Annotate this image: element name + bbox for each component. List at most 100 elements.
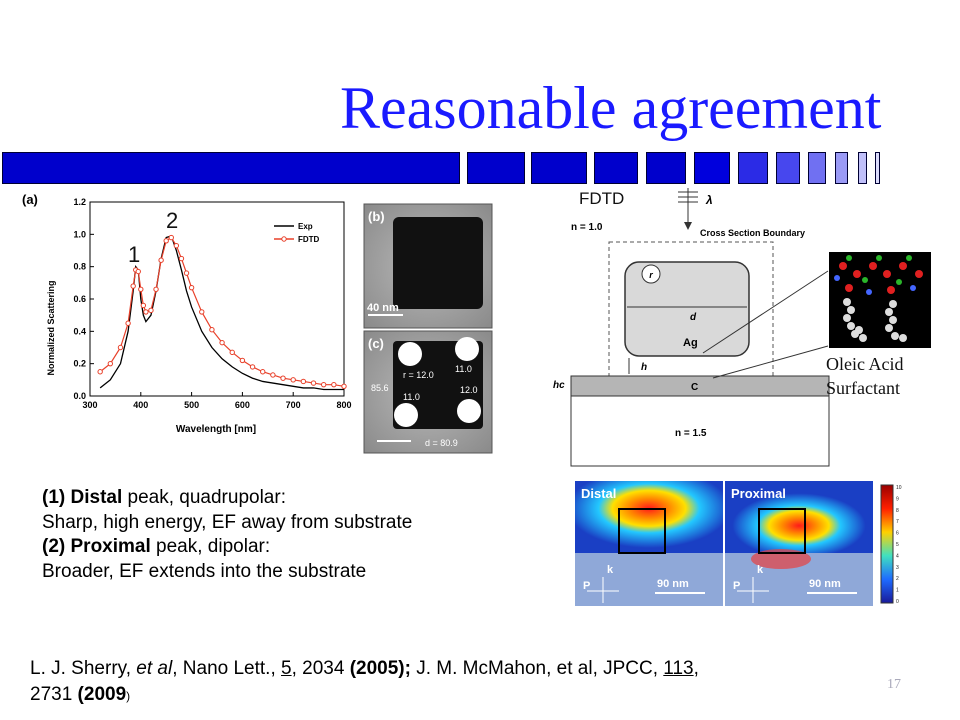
citation-part: , <box>693 658 699 679</box>
radius-circle <box>641 264 661 284</box>
fdtd-point <box>183 270 190 276</box>
fdtd-point <box>341 383 347 390</box>
citation-volume: 113 <box>663 658 694 679</box>
surface-atoms <box>834 275 916 295</box>
hc-label-outer: hc <box>553 380 565 391</box>
corner-circle <box>455 337 479 361</box>
leader-line <box>712 345 829 379</box>
legend-label: Exp <box>298 222 313 231</box>
colorbar <box>880 484 894 604</box>
oleic-line-1: Oleic Acid <box>826 354 904 374</box>
title-bar-segment <box>646 152 686 184</box>
y-tick-label: 0.0 <box>73 391 86 401</box>
colorbar-tick: 0 <box>896 599 899 605</box>
fdtd-point <box>135 268 141 275</box>
fdtd-point <box>107 360 114 367</box>
citation-year: (2009 <box>77 684 127 705</box>
colorbar-tick: 8 <box>896 508 899 514</box>
x-tick-label: 800 <box>336 400 351 410</box>
fdtd-point <box>97 369 103 375</box>
note-1-bold: Distal <box>70 487 123 508</box>
distal-cube-outline <box>618 508 666 554</box>
distal-map-substrate <box>575 553 723 606</box>
fdtd-point <box>320 381 327 388</box>
n-top-label: n = 1.0 <box>571 222 603 233</box>
n-bottom-label: n = 1.5 <box>675 428 707 439</box>
nanocube-tem <box>393 217 483 309</box>
note-3-prefix: (2) <box>42 536 71 557</box>
ag-label: Ag <box>683 337 698 349</box>
panel-a-label: (a) <box>22 192 38 207</box>
fdtd-point <box>219 339 225 346</box>
panel-c-label: (c) <box>368 336 384 351</box>
title-bar-segment <box>738 152 768 184</box>
fdtd-point <box>290 377 296 383</box>
y-tick-label: 1.2 <box>73 197 86 207</box>
colorbar-tick: 1 <box>896 588 899 594</box>
y-axis-label: Normalized Scattering <box>46 280 56 375</box>
tem-panels: (b) 40 nm (c) r = 12.0 11.0 85.6 12.0 11… <box>363 203 493 454</box>
title-bar-segment <box>2 152 460 184</box>
citation-italic: et al <box>136 658 173 679</box>
molecule-drawing <box>834 255 923 342</box>
scale-label: 90 nm <box>809 578 841 590</box>
dimension-value: 11.0 <box>403 392 420 402</box>
y-tick-label: 0.4 <box>73 326 86 336</box>
p-label: P <box>583 580 590 592</box>
peak-2-label: 2 <box>166 208 179 233</box>
fdtd-point <box>310 380 317 386</box>
arrow-head <box>684 222 692 230</box>
substrate <box>570 395 830 467</box>
note-3-bold: Proximal <box>70 536 151 557</box>
plot-frame <box>89 201 345 397</box>
fdtd-point <box>260 369 266 375</box>
note-line-1: (1) Distal peak, quadrupolar: <box>42 486 412 511</box>
c-label: C <box>691 382 698 393</box>
fdtd-point <box>178 255 185 262</box>
fdtd-point <box>173 242 180 249</box>
carbon-atoms <box>846 255 912 285</box>
fdtd-point <box>158 257 164 263</box>
x-tick-label: 700 <box>286 400 301 410</box>
note-line-3: (2) Proximal peak, dipolar: <box>42 535 412 560</box>
citation-part: , Nano Lett., <box>172 658 282 679</box>
x-tick-label: 600 <box>235 400 250 410</box>
citation-part: J. M. McMahon, et al, JPCC, <box>410 658 664 679</box>
oxygen-atoms <box>839 262 923 294</box>
fdtd-point <box>270 372 276 378</box>
hc-label-text: hc <box>553 380 565 391</box>
fdtd-point <box>188 284 195 291</box>
oleic-acid-image <box>829 252 931 348</box>
boundary-label: Cross Section Boundary <box>700 228 805 238</box>
distal-label: Distal <box>581 486 616 501</box>
ag-nanocube <box>624 261 750 357</box>
cross-section-boundary <box>608 241 774 409</box>
note-3-rest: peak, dipolar: <box>150 536 271 557</box>
x-tick-label: 300 <box>82 400 97 410</box>
h-label: h <box>641 362 647 373</box>
slide-number: 17 <box>887 677 901 692</box>
peak-1-label: 1 <box>128 242 141 267</box>
panel-b-label: (b) <box>368 209 385 224</box>
title-bar-segment <box>776 152 800 184</box>
dimension-value: 12.0 <box>460 385 478 395</box>
title-bar-segment <box>467 152 525 184</box>
citation-year: (2005); <box>349 658 411 679</box>
colorbar-tick: 10 <box>896 485 902 491</box>
proximal-cube-outline <box>758 508 806 554</box>
schematic-drawing: FDTD λ n = 1.0 Cross Section Boundary r … <box>543 188 830 467</box>
carbon-layer <box>570 375 830 397</box>
title-bar-segment <box>594 152 638 184</box>
k-label: k <box>607 564 614 576</box>
y-tick-label: 0.6 <box>73 294 86 304</box>
y-tick-label: 0.2 <box>73 359 86 369</box>
lambda-label: λ <box>705 193 713 207</box>
citation-volume: 5 <box>281 658 292 679</box>
note-line-2: Sharp, high energy, EF away from substra… <box>42 511 413 533</box>
molecule-chain <box>843 298 907 342</box>
radius-value: r = 12.0 <box>403 370 434 380</box>
scale-label: 90 nm <box>657 578 689 590</box>
